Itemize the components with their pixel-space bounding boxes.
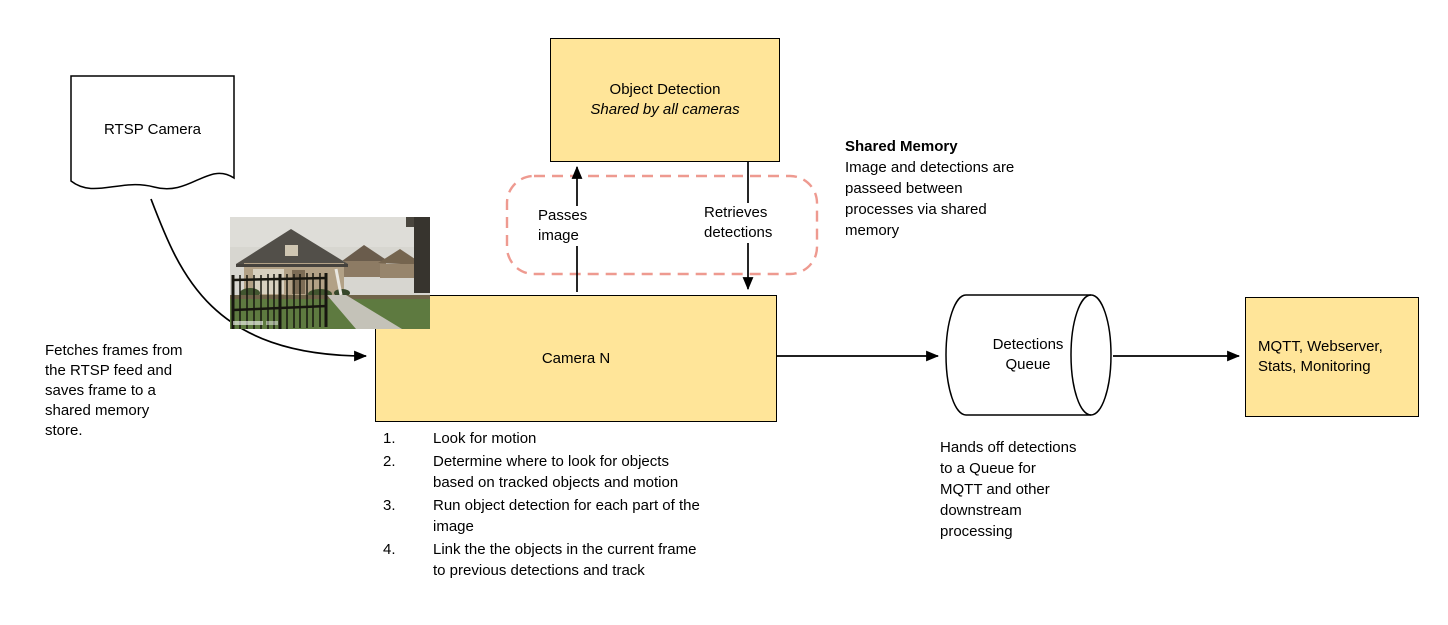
camera-n-label: Camera N: [541, 349, 611, 367]
step-number: 4.: [383, 541, 396, 558]
shared-memory-region: [505, 174, 819, 276]
step-text: Look for motion: [433, 430, 537, 447]
mqtt-label: MQTT, Webserver, Stats, Monitoring: [1258, 338, 1383, 375]
shared-memory-region-outline: [505, 174, 819, 276]
node-detections-queue: Detections Queue: [945, 294, 1112, 416]
step-number: 3.: [383, 497, 396, 514]
node-object-detection: Object Detection Shared by all cameras: [550, 38, 780, 162]
step-text: Determine where to look for objects base…: [433, 453, 679, 491]
edge-label-retrieves-detections: Retrieves detections: [702, 203, 775, 243]
note-fetches-frames: Fetches frames from the RTSP feed and sa…: [45, 342, 183, 439]
step-item: 2. Determine where to look for objects b…: [383, 451, 700, 493]
edge-label-passes-image: Passes image: [536, 206, 590, 246]
note-hands-off: Hands off detections to a Queue for MQTT…: [940, 439, 1077, 540]
step-item: 3. Run object detection for each part of…: [383, 495, 700, 537]
detections-queue-label: Detections Queue: [992, 336, 1064, 373]
node-camera-n: Camera N: [375, 295, 777, 422]
shared-memory-title: Shared Memory: [845, 138, 958, 155]
camera-snapshot-art: [230, 217, 430, 329]
camera-steps-list: 1. Look for motion 2. Determine where to…: [383, 428, 700, 583]
camera-snapshot-image: [230, 217, 430, 329]
object-detection-subtitle: Shared by all cameras: [590, 101, 740, 118]
step-item: 1. Look for motion: [383, 428, 700, 449]
step-number: 2.: [383, 453, 396, 470]
node-rtsp-camera: RTSP Camera: [70, 75, 235, 203]
step-text: Run object detection for each part of th…: [433, 497, 700, 535]
document-shape: [70, 75, 235, 190]
node-mqtt-webserver: MQTT, Webserver, Stats, Monitoring: [1245, 297, 1419, 417]
step-number: 1.: [383, 430, 396, 447]
shared-memory-body: Image and detections are passeed between…: [845, 159, 1015, 239]
step-text: Link the the objects in the current fram…: [433, 541, 697, 579]
rtsp-camera-label: RTSP Camera: [104, 121, 201, 138]
step-item: 4. Link the the objects in the current f…: [383, 539, 700, 581]
note-shared-memory: Shared Memory Image and detections are p…: [845, 136, 1014, 241]
object-detection-title: Object Detection: [609, 81, 721, 98]
queue-cylinder-shape: [945, 294, 1112, 416]
